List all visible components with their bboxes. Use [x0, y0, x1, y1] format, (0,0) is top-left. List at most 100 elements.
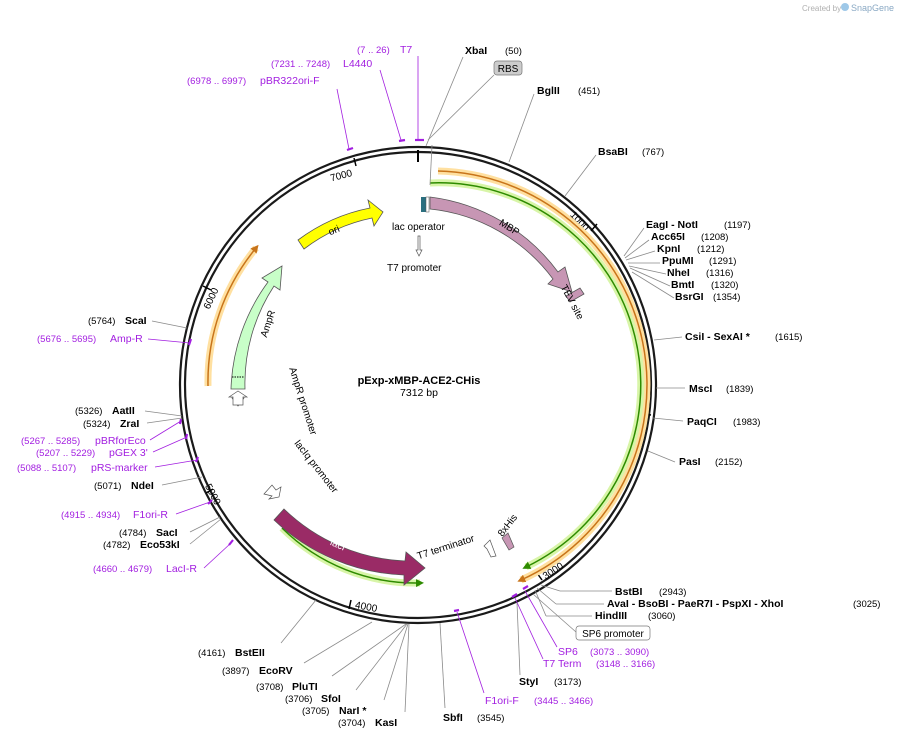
sp6-primer-mark	[522, 585, 529, 590]
enzyme-bmti-pos: (1320)	[711, 280, 738, 291]
enzyme-acc65i-pos: (1208)	[701, 232, 728, 243]
enzyme-kpni[interactable]: KpnI	[657, 243, 680, 255]
primer-prs-marker-pos: (5088 .. 5107)	[17, 463, 76, 474]
sp6-promoter-box	[575, 625, 651, 641]
enzyme-xbai[interactable]: XbaI	[465, 45, 487, 57]
his-tag-marker	[501, 532, 515, 551]
plasmid-length: 7312 bp	[400, 387, 438, 399]
primer-l4440-name: L4440	[343, 58, 372, 70]
enzyme-scai-pos: (5764)	[88, 316, 115, 327]
laciq-promoter-label: lacIq promoter	[292, 438, 340, 496]
enzyme-ecorv-pos: (3897)	[222, 666, 249, 677]
enzyme-ndei-pos: (5071)	[94, 481, 121, 492]
enzyme-paqci[interactable]: PaqCI	[687, 416, 717, 428]
ori-arrow[interactable]	[297, 198, 384, 250]
enzyme-ndei[interactable]: NdeI	[131, 480, 154, 492]
enzyme-bsabi-pos: (767)	[642, 147, 664, 158]
tick-4000: 4000	[354, 600, 378, 615]
enzyme-csii-sexai[interactable]: CsiI - SexAI *	[685, 331, 751, 343]
primer-amp-r-pos: (5676 .. 5695)	[37, 334, 96, 345]
enzyme-bglii[interactable]: BglII	[537, 85, 560, 97]
prs-marker-primer-mark	[194, 456, 200, 463]
ampr-arrow[interactable]	[230, 265, 283, 390]
enzyme-hindiii[interactable]: HindIII	[595, 610, 627, 622]
enzyme-zrai[interactable]: ZraI	[120, 418, 139, 430]
enzyme-pluti[interactable]: PluTI	[292, 681, 318, 693]
primer-t7term-pos: (3148 .. 3166)	[596, 659, 655, 670]
ori-label: ori	[327, 224, 341, 238]
primer-pbrforeco-pos: (5267 .. 5285)	[21, 436, 80, 447]
lac-operator-marker	[425, 196, 430, 213]
enzyme-eagi-noti-pos: (1197)	[724, 220, 751, 231]
enzyme-saci-pos: (4784)	[119, 528, 146, 539]
enzyme-scai[interactable]: ScaI	[125, 315, 147, 327]
enzyme-bmti[interactable]: BmtI	[671, 279, 694, 291]
primer-sp6-name: SP6	[558, 646, 578, 658]
enzyme-bstbi-pos: (2943)	[659, 587, 686, 598]
enzyme-bsteii-pos: (4161)	[198, 648, 225, 659]
enzyme-aatii-pos: (5326)	[75, 406, 102, 417]
watermark-brand: SnapGene	[851, 3, 894, 13]
enzyme-acc65i[interactable]: Acc65I	[651, 231, 685, 243]
f1ori-f-primer-mark	[453, 608, 460, 613]
backbone-outer-ring	[178, 145, 658, 625]
ampr-label: AmpR	[259, 309, 278, 339]
enzyme-bsteii[interactable]: BstEII	[235, 647, 265, 659]
lac-operator-label: lac operator	[392, 222, 445, 233]
primer-pbr322ori-name: pBR322ori-F	[260, 75, 320, 87]
enzyme-sfoi-pos: (3706)	[285, 694, 312, 705]
enzyme-pasi[interactable]: PasI	[679, 456, 701, 468]
enzyme-bsabi[interactable]: BsaBI	[598, 146, 628, 158]
enzyme-bsrgi[interactable]: BsrGI	[675, 291, 704, 303]
amp-r-primer-mark	[187, 338, 193, 346]
enzyme-kasi-pos: (3704)	[338, 718, 365, 729]
rbs-marker	[421, 197, 426, 212]
orf-line-laci	[281, 527, 424, 588]
enzyme-nari-pos: (3705)	[302, 706, 329, 717]
primer-amp-r-name: Amp-R	[110, 333, 143, 345]
primer-t7-name: T7	[400, 44, 412, 56]
enzyme-sbfi[interactable]: SbfI	[443, 712, 463, 724]
enzyme-ecorv[interactable]: EcoRV	[259, 665, 293, 677]
tev-site-label: TEV site	[558, 283, 586, 322]
enzyme-csii-sexai-pos: (1615)	[775, 332, 802, 343]
ampr-promoter-arrow	[227, 390, 249, 406]
enzyme-eagi-noti[interactable]: EagI - NotI	[646, 219, 698, 231]
enzyme-cluster-3000	[532, 584, 612, 633]
enzyme-styi[interactable]: StyI	[519, 676, 538, 688]
plasmid-name: pExp-xMBP-ACE2-CHis	[358, 375, 481, 387]
enzyme-nhei-pos: (1316)	[706, 268, 733, 279]
primer-pbr322ori-pos: (6978 .. 6997)	[187, 76, 246, 87]
primer-pgex3-pos: (5207 .. 5229)	[36, 448, 95, 459]
enzyme-bstbi[interactable]: BstBI	[615, 586, 643, 598]
tev-site-marker[interactable]	[565, 287, 585, 303]
primer-l4440-pos: (7231 .. 7248)	[271, 59, 330, 70]
t7term-primer-mark	[511, 593, 518, 598]
mbp-arrow[interactable]	[429, 196, 573, 293]
enzyme-msci[interactable]: MscI	[689, 383, 712, 395]
enzyme-aatii[interactable]: AatII	[112, 405, 135, 417]
pbr322ori-primer-mark	[346, 146, 354, 152]
orf-line-ampr	[207, 244, 259, 387]
primer-pbrforeco-name: pBRforEco	[95, 435, 146, 447]
enzyme-bglii-pos: (451)	[578, 86, 600, 97]
t7-terminator-label: T7 terminator	[416, 533, 477, 562]
enzyme-saci[interactable]: SacI	[156, 527, 178, 539]
enzyme-avai-xhoi-pos: (3025)	[853, 599, 880, 610]
enzyme-nhei[interactable]: NheI	[667, 267, 690, 279]
enzyme-eco53ki[interactable]: Eco53kI	[140, 539, 180, 551]
t7-promoter-label: T7 promoter	[387, 263, 442, 274]
enzyme-paqci-pos: (1983)	[733, 417, 760, 428]
enzyme-nari[interactable]: NarI *	[339, 705, 367, 717]
enzyme-sfoi[interactable]: SfoI	[321, 693, 341, 705]
enzyme-ppumi[interactable]: PpuMI	[662, 255, 694, 267]
enzyme-kasi[interactable]: KasI	[375, 717, 397, 729]
enzyme-cluster-3700	[280, 599, 410, 713]
sp6-promoter-label: SP6 promoter	[582, 629, 644, 640]
rbs-label: RBS	[498, 64, 519, 75]
enzyme-avai-xhoi[interactable]: AvaI - BsoBI - PaeR7I - PspXI - XhoI	[607, 598, 783, 610]
laci-arrow[interactable]	[273, 508, 426, 586]
enzyme-pluti-pos: (3708)	[256, 682, 283, 693]
laciq-promoter-marker	[263, 484, 282, 500]
enzyme-xbai-pos: (50)	[505, 46, 522, 57]
